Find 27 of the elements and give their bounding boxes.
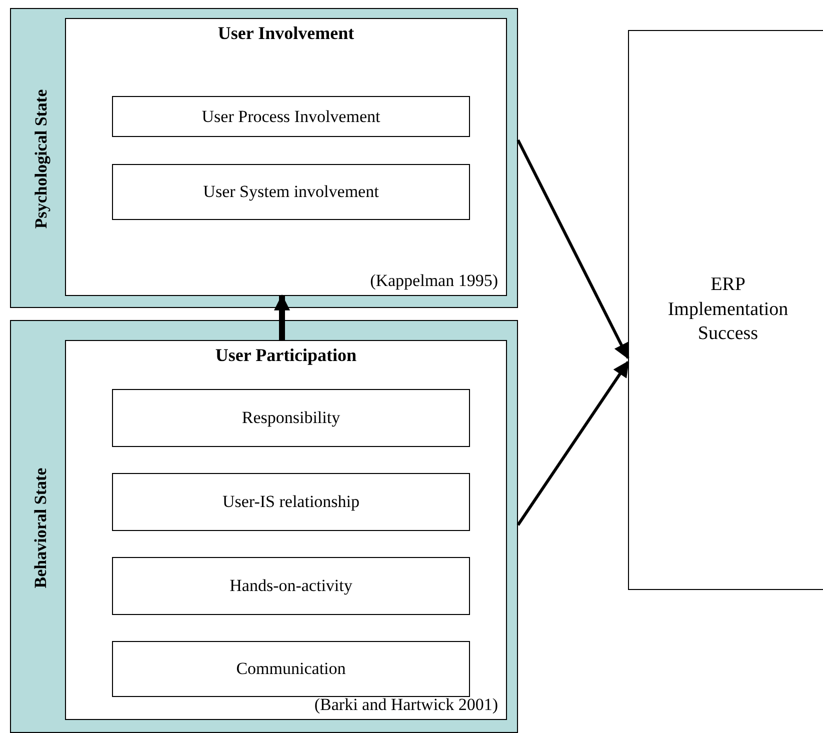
dimension-label: User-IS relationship <box>222 492 360 512</box>
arrow <box>516 360 630 526</box>
arrow <box>516 139 630 360</box>
state-panel <box>10 320 518 733</box>
state-label: Behavioral State <box>31 467 52 588</box>
citation: (Kappelman 1995) <box>370 271 498 291</box>
dimension-label: Hands-on-activity <box>230 576 352 596</box>
arrow <box>274 294 290 340</box>
dimension-box <box>112 389 470 447</box>
state-panel <box>10 8 518 308</box>
citation: (Barki and Hartwick 2001) <box>314 695 498 715</box>
construct-box <box>65 340 507 720</box>
outcome-box <box>628 30 823 590</box>
construct-box <box>65 18 507 296</box>
dimension-label: User Process Involvement <box>202 106 380 126</box>
dimension-label: Responsibility <box>242 408 340 428</box>
construct-heading: User Participation <box>214 345 358 366</box>
dimension-box <box>112 557 470 615</box>
dimension-label: User System involvement <box>203 182 379 202</box>
dimension-label: Communication <box>236 659 346 679</box>
dimension-box <box>112 473 470 531</box>
construct-heading: User Involvement <box>216 23 356 44</box>
outcome-label: ERP Implementation Success <box>666 272 790 346</box>
dimension-box <box>112 96 470 137</box>
dimension-box <box>112 164 470 220</box>
state-label: Psychological State <box>31 89 52 229</box>
dimension-box <box>112 641 470 697</box>
